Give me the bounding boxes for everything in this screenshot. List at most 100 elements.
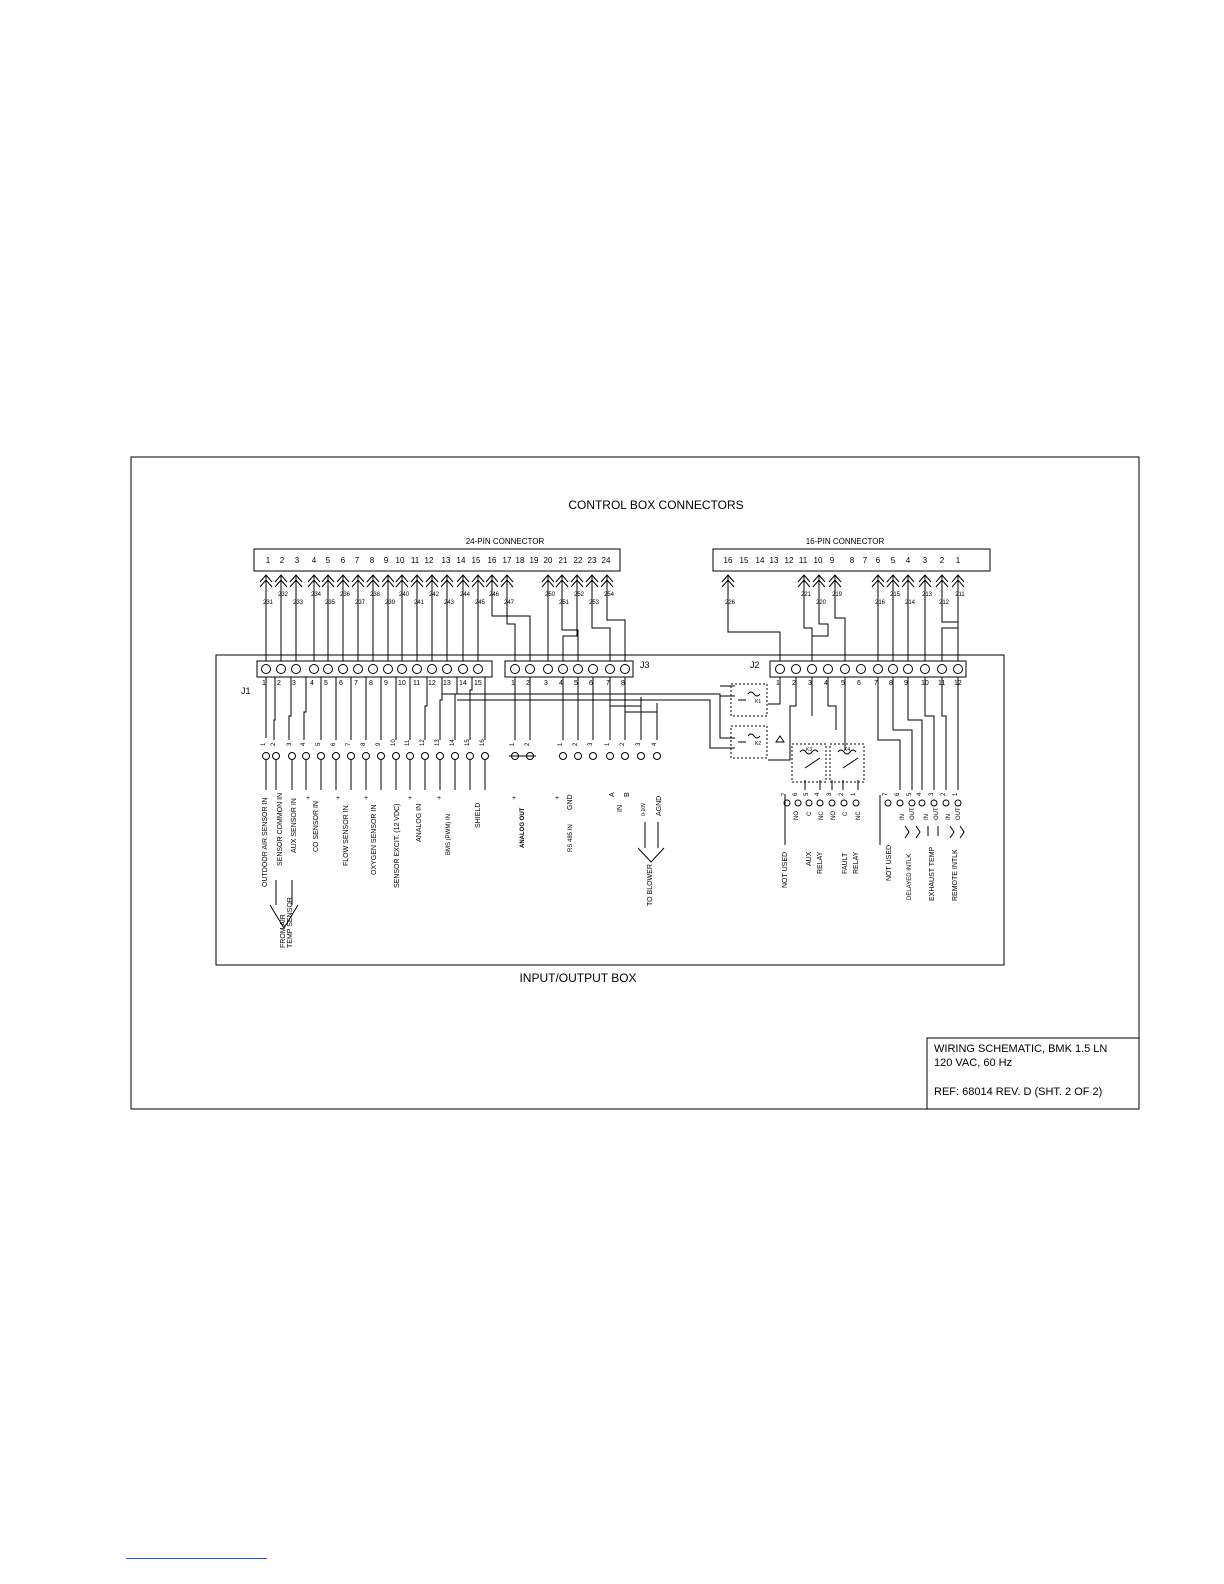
contact-no-1: NO <box>794 811 800 820</box>
j1-pin-num: 6 <box>339 680 343 687</box>
wire24-arrow <box>395 574 409 604</box>
wire16-num: 219 <box>832 592 843 598</box>
pin24-4: 4 <box>312 556 317 565</box>
wire24-num: 236 <box>340 592 351 598</box>
wire16-num: 220 <box>816 600 827 606</box>
interconnect-wiring <box>265 604 959 661</box>
blower-terminal <box>637 752 645 760</box>
j2-pin-circle <box>903 664 913 674</box>
pin16-4: 4 <box>906 556 911 565</box>
relay-block: K1 K2 K3 K4 <box>730 683 865 790</box>
sig-aux-relay: RELAY <box>817 851 824 874</box>
sig-bms-in: BMS (PWM) IN <box>446 814 452 855</box>
pin24-6: 6 <box>341 556 346 565</box>
j3-pin-num: 6 <box>589 680 593 687</box>
pin24-22: 22 <box>574 556 583 565</box>
wire24-arrow <box>471 574 485 604</box>
j1-pin-circle <box>368 664 378 674</box>
j1-pin-num: 3 <box>292 680 296 687</box>
wire24-arrow <box>541 574 555 604</box>
intlk-terminal-num: 2 <box>941 792 947 796</box>
j1-pin-num: 15 <box>474 680 482 687</box>
wire24-arrow <box>321 574 335 604</box>
blower-010v: 0-10V <box>641 802 647 816</box>
intlk-terminal-num: 4 <box>917 792 923 796</box>
relay-terminal-num: 7 <box>782 792 788 796</box>
relay-terminal-num: 4 <box>815 792 821 796</box>
contact-c-2: C <box>843 811 849 816</box>
footer-rule <box>126 1558 267 1559</box>
rs485-gnd: GND <box>567 794 574 810</box>
wire24-arrow <box>570 574 584 604</box>
j3-pin-circle <box>510 664 520 674</box>
j1-pin-circle <box>442 664 452 674</box>
intlk-terminal <box>908 799 916 807</box>
sig-exhaust-temp: EXHAUST TEMP <box>929 846 936 901</box>
relay-k4 <box>829 743 865 783</box>
wire16-num: 212 <box>939 600 950 606</box>
j2-pin-circle <box>937 664 947 674</box>
pin16-13: 13 <box>770 556 779 565</box>
rs485-terminal <box>559 752 567 760</box>
j1-terminal <box>332 752 340 760</box>
j2-pin-num: 7 <box>874 680 878 687</box>
j2-pin-num: 4 <box>824 680 828 687</box>
temp-sensor-label: TEMP SENSOR <box>287 897 294 948</box>
polarity-plus-5: + <box>437 795 441 802</box>
to-blower-label: TO BLOWER <box>647 864 654 906</box>
relay-k1-label: K1 <box>755 699 761 705</box>
pin16-10: 10 <box>814 556 823 565</box>
j3-pin-circle <box>588 664 598 674</box>
j3-pin-num: 7 <box>606 680 610 687</box>
sig-not-used-2: NOT USED <box>886 845 893 881</box>
pin16-15: 15 <box>740 556 749 565</box>
j1-pin-num: 13 <box>443 680 451 687</box>
wire24-arrow <box>440 574 454 604</box>
contact-nc-2: NC <box>856 811 862 820</box>
j1-terminal-num: 7 <box>346 742 352 746</box>
wire24-num: 246 <box>489 592 500 598</box>
pin24-5: 5 <box>326 556 331 565</box>
j1-pin-num: 4 <box>310 680 314 687</box>
wire24-num: 243 <box>444 600 455 606</box>
j1-pin-num: 1 <box>262 680 266 687</box>
rs485-terminal <box>574 752 582 760</box>
sig-not-used-1: NOT USED <box>782 852 789 888</box>
sig-aux: AUX <box>806 851 813 866</box>
blower-a: A <box>609 792 616 797</box>
pin24-19: 19 <box>530 556 539 565</box>
connector24-body <box>253 548 621 572</box>
j1-terminal-num: 9 <box>376 742 382 746</box>
j2-pin-circle <box>888 664 898 674</box>
analog-out-terminal-num: 2 <box>525 742 531 746</box>
wire24-num: 232 <box>278 592 289 598</box>
wire16-arrow <box>828 574 842 604</box>
wire16-arrow <box>951 574 965 604</box>
polarity-plus-2: + <box>336 795 340 802</box>
wire24-arrow <box>485 574 499 604</box>
blower-terminal-num: 2 <box>620 742 626 746</box>
relay-terminal <box>828 799 836 807</box>
intlk-terminal <box>918 799 926 807</box>
j1-terminal <box>451 752 459 760</box>
relay-k3-label: K3 <box>806 747 812 753</box>
j1-terminal-num: 4 <box>301 742 307 746</box>
j2-strip <box>769 660 967 678</box>
sig-aux-sensor: AUX SENSOR IN <box>291 798 298 853</box>
pin24-7: 7 <box>355 556 360 565</box>
j3-strip <box>504 660 634 678</box>
intlk-terminal-num: 3 <box>929 792 935 796</box>
wire24-arrow <box>366 574 380 604</box>
rs485-terminal-num: 3 <box>588 742 594 746</box>
intlk-terminal <box>884 799 892 807</box>
relay-terminal-num: 6 <box>793 792 799 796</box>
j1-terminal <box>262 752 270 760</box>
sig-outdoor-air-sensor: OUTDOOR AIR SENSOR IN <box>262 798 269 887</box>
sig-flow-sensor: FLOW SENSOR IN <box>343 805 350 866</box>
j1-terminal-num: 16 <box>480 739 486 746</box>
j1-pin-num: 10 <box>398 680 406 687</box>
j2-pin-num: 8 <box>889 680 893 687</box>
pin24-13: 13 <box>442 556 451 565</box>
